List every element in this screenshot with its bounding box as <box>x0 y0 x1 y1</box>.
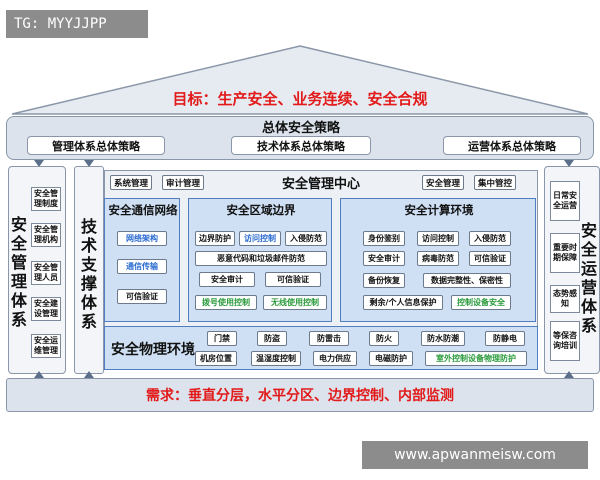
phys-r2-5: 室外控制设备物理防护 <box>425 351 527 366</box>
mgmt-center-title: 安全管理中心 <box>281 176 360 192</box>
physical-env-title: 安全物理环境 <box>111 342 195 358</box>
phys-r2-4: 电磁防护 <box>369 351 413 366</box>
comp-r4-2: 控制设备安全 <box>451 295 511 310</box>
central-control-pill: 集中管控 <box>474 175 516 190</box>
zone-r3-1: 安全审计 <box>199 272 255 287</box>
security-mgmt-pill: 安全管理 <box>422 175 464 190</box>
tech-support-column: 技术支撑体系 <box>74 166 104 374</box>
mgmt-item-3: 安全管理人员 <box>31 261 61 285</box>
mgmt-item-1: 安全管理制度 <box>31 187 61 211</box>
mgmt-item-4: 安全建设管理 <box>31 297 61 321</box>
requirement-band: 需求：垂直分层，水平分区、边界控制、内部监测 <box>6 378 594 412</box>
tech-up-arrow <box>84 371 94 378</box>
physical-env-zone: 安全物理环境 门禁 防盗 防雷击 防火 防水防潮 防静电 机房位置 温湿度控制 … <box>104 326 538 370</box>
watermark-site: www.apwanmeisw.com <box>362 441 588 469</box>
comp-r2-2: 病毒防范 <box>417 251 459 266</box>
audit-mgmt-pill: 审计管理 <box>162 175 204 190</box>
right-up-arrow <box>564 371 574 378</box>
overall-strategy-band: 总体安全策略 管理体系总体策略 技术体系总体策略 运营体系总体策略 <box>6 116 594 160</box>
ops-item-4: 等保咨询培训 <box>550 321 580 361</box>
phys-r2-2: 温湿度控制 <box>251 351 301 366</box>
system-mgmt-pill: 系统管理 <box>110 175 152 190</box>
zone-r3-2: 可信验证 <box>265 272 321 287</box>
region-boundary-zone: 安全区域边界 边界防护 访问控制 入侵防范 恶意代码和垃圾邮件防范 安全审计 可… <box>188 198 332 322</box>
goal-text: 目标：生产安全、业务连续、安全合规 <box>172 89 428 108</box>
management-strategy-pill: 管理体系总体策略 <box>27 136 165 155</box>
zone-r1-3: 入侵防范 <box>285 231 327 246</box>
comm-network-title: 安全通信网络 <box>108 203 178 217</box>
comm-item-3: 可信验证 <box>117 289 167 304</box>
zone-r1-2: 访问控制 <box>239 231 281 246</box>
comp-r3-1: 备份恢复 <box>363 273 405 288</box>
right-down-arrow <box>564 160 574 167</box>
management-system-column: 安全管理体系 安全管理制度 安全管理机构 安全管理人员 安全建设管理 安全运维管… <box>8 166 66 374</box>
operations-strategy-pill: 运营体系总体策略 <box>443 136 581 155</box>
left-up-arrow <box>34 371 44 378</box>
mgmt-item-2: 安全管理机构 <box>31 223 61 247</box>
phys-r1-2: 防盗 <box>257 331 287 346</box>
comp-r4-1: 剩余/个人信息保护 <box>363 295 443 310</box>
comp-r1-3: 入侵防范 <box>469 231 511 246</box>
overall-strategy-title: 总体安全策略 <box>261 120 340 136</box>
ops-item-1: 日常安全运营 <box>550 181 580 221</box>
zone-r1-1: 边界防护 <box>195 231 235 246</box>
comm-item-1: 网络架构 <box>117 231 167 246</box>
compute-env-title: 安全计算环境 <box>404 203 474 217</box>
comp-r3-2: 数据完整性、保密性 <box>423 273 511 288</box>
left-down-arrow <box>34 160 44 167</box>
ops-item-3: 态势感知 <box>550 285 580 313</box>
technical-strategy-pill: 技术体系总体策略 <box>231 136 371 155</box>
phys-r1-3: 防雷击 <box>309 331 349 346</box>
roof-shape <box>11 45 589 115</box>
phys-r2-3: 电力供应 <box>313 351 357 366</box>
mgmt-item-5: 安全运维管理 <box>31 334 61 358</box>
operations-system-title: 安全运营体系 <box>581 221 598 335</box>
tech-down-arrow <box>84 160 94 167</box>
phys-r1-1: 门禁 <box>207 331 237 346</box>
operations-system-column: 日常安全运营 重要时期保障 态势感知 等保咨询培训 安全运营体系 <box>544 166 600 374</box>
comm-network-zone: 安全通信网络 网络架构 通信传输 可信验证 <box>104 198 180 322</box>
compute-env-zone: 安全计算环境 身份鉴别 访问控制 入侵防范 安全审计 病毒防范 可信验证 备份恢… <box>340 198 536 322</box>
comp-r2-1: 安全审计 <box>363 251 405 266</box>
management-system-title: 安全管理体系 <box>11 215 28 329</box>
phys-r2-1: 机房位置 <box>195 351 237 366</box>
comp-r1-1: 身份鉴别 <box>363 231 405 246</box>
comp-r1-2: 访问控制 <box>417 231 459 246</box>
ops-item-2: 重要时期保障 <box>550 233 580 273</box>
phys-r1-6: 防静电 <box>485 331 525 346</box>
tech-support-title: 技术支撑体系 <box>81 217 98 331</box>
zone-r4-2: 无线使用控制 <box>263 295 327 310</box>
zone-r2: 恶意代码和垃圾邮件防范 <box>195 251 327 266</box>
phys-r1-4: 防火 <box>369 331 399 346</box>
comp-r2-3: 可信验证 <box>469 251 511 266</box>
zone-r4-1: 拨号使用控制 <box>195 295 257 310</box>
phys-r1-5: 防水防潮 <box>421 331 465 346</box>
region-boundary-title: 安全区域边界 <box>226 203 296 217</box>
comm-item-2: 通信传输 <box>117 259 167 274</box>
roof-polygon <box>11 45 589 115</box>
watermark-tag: TG: MYYJJPP <box>6 10 148 38</box>
